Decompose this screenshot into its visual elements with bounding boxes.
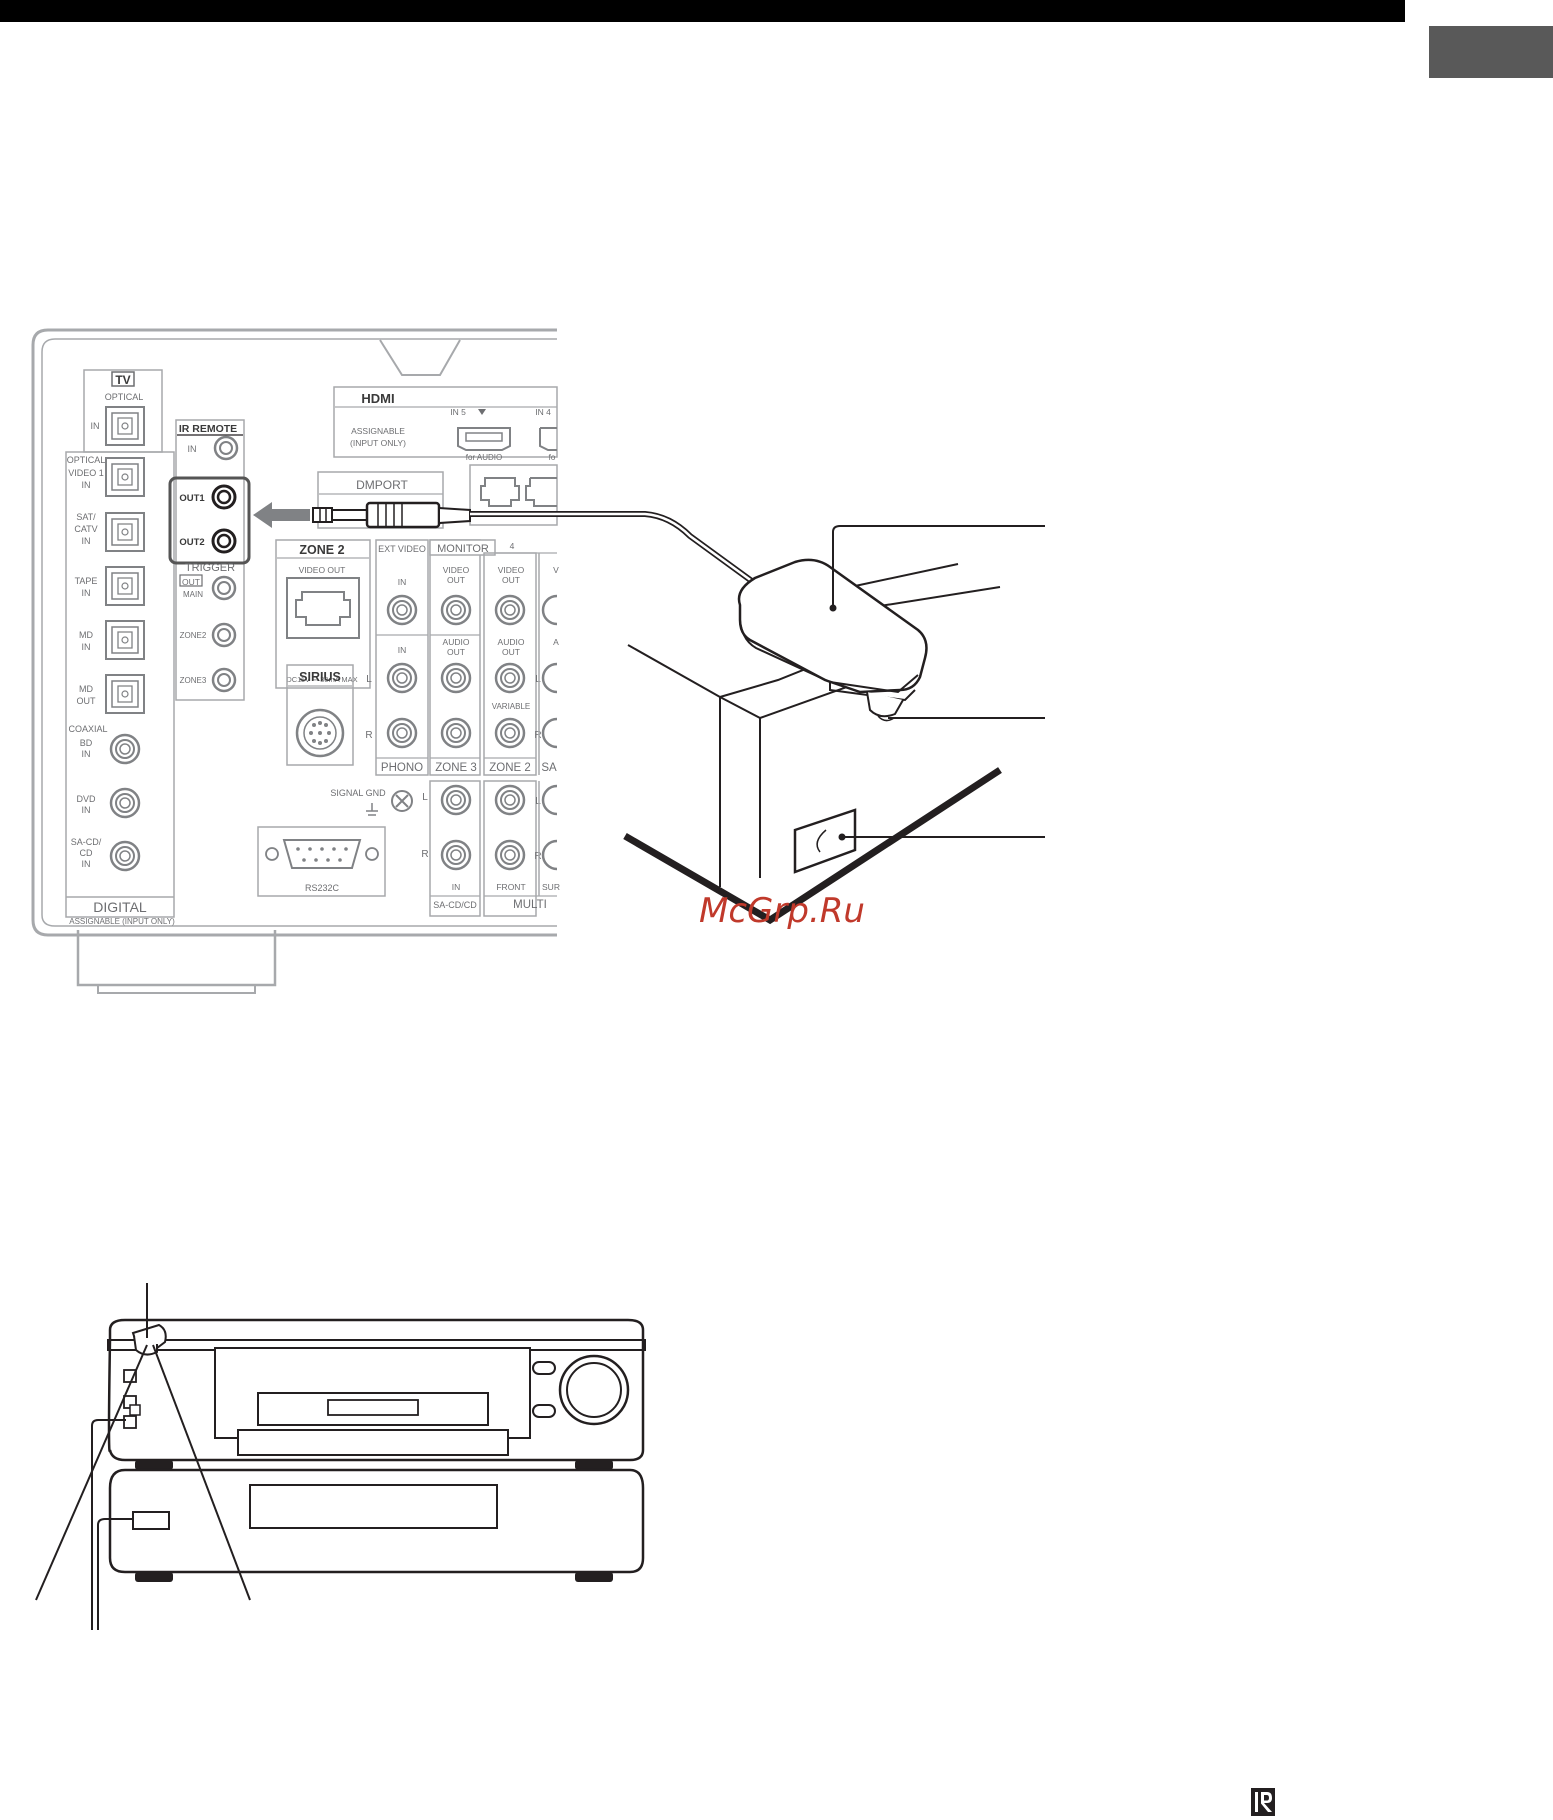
bd-in-label: IN xyxy=(82,749,91,759)
stacked-components xyxy=(35,1283,646,1630)
zone2-video-label: VIDEO xyxy=(498,565,525,575)
zone2-audio-out-label: OUT xyxy=(502,647,520,657)
sacd-in-label: IN xyxy=(82,859,91,869)
ext-video-label: EXT VIDEO xyxy=(378,544,426,554)
sacd-r-label: R xyxy=(421,849,428,860)
truncated-sa-label: SA xyxy=(541,762,557,774)
ext-video-in-label: IN xyxy=(398,577,407,587)
monitor-video-out-label: OUT xyxy=(447,575,465,585)
trigger-main-label: MAIN xyxy=(183,590,203,599)
multi-label: MULTI xyxy=(513,899,547,911)
truncated-v-label: V xyxy=(553,565,559,575)
hdmi-assignable-label: ASSIGNABLE xyxy=(351,426,405,436)
monitor-label: MONITOR xyxy=(437,543,489,555)
mini-plug xyxy=(312,501,471,529)
optical-video1-in: IN xyxy=(82,480,91,490)
truncated-a-label: A xyxy=(553,637,559,647)
rear-panel: TV OPTICAL IN OPTICAL VIDEO 1 IN SAT/ CA… xyxy=(31,328,560,994)
monitor-audio-label: AUDIO xyxy=(443,637,470,647)
sacd-cd-bottom-label: SA-CD/CD xyxy=(433,900,477,910)
front-label: FRONT xyxy=(496,882,525,892)
section-tab xyxy=(1429,26,1553,78)
phono-in-label: IN xyxy=(398,645,407,655)
hdmi-input-only-label: (INPUT ONLY) xyxy=(350,438,406,448)
digital-label: DIGITAL xyxy=(93,899,147,915)
ir-compatible-icon xyxy=(1251,1788,1275,1816)
tape-in-label: IN xyxy=(82,588,91,598)
optical-video1-label-a: OPTICAL xyxy=(67,455,106,465)
out2-jack xyxy=(211,528,237,554)
trigger-label: TRIGGER xyxy=(185,562,235,574)
phono-label: PHONO xyxy=(381,762,423,774)
bd-label: BD xyxy=(80,738,93,748)
tape-label: TAPE xyxy=(75,576,98,586)
truncated-sur-label: SUR xyxy=(542,882,560,892)
out2-label: OUT2 xyxy=(179,537,204,548)
zone3-label: ZONE 3 xyxy=(435,762,477,774)
optical-label: OPTICAL xyxy=(105,392,144,402)
phono-r-label: R xyxy=(365,730,372,741)
md-out-label-a: MD xyxy=(79,684,93,694)
out1-label: OUT1 xyxy=(179,493,205,504)
for-audio-label: for AUDIO xyxy=(466,453,502,462)
hdmi-in5-label: IN 5 xyxy=(450,407,466,417)
front-l-label: L xyxy=(535,796,541,807)
dvd-label: DVD xyxy=(76,794,96,804)
signal-gnd-label: SIGNAL GND xyxy=(330,788,386,798)
rs232c-label: RS232C xyxy=(305,883,340,893)
zone2-r-label: R xyxy=(534,730,541,741)
monitor-audio-out-label: OUT xyxy=(447,647,465,657)
dvd-in-label: IN xyxy=(82,805,91,815)
monitor-video-label: VIDEO xyxy=(443,565,470,575)
out1-jack xyxy=(211,484,237,510)
md-out-label-b: OUT xyxy=(77,696,97,706)
coaxial-label: COAXIAL xyxy=(68,724,107,734)
ir-blaster-scene xyxy=(623,525,1045,925)
zone2-audio-label: AUDIO xyxy=(498,637,525,647)
optical-video1-label-b: VIDEO 1 xyxy=(68,468,104,478)
md-in-label-a: MD xyxy=(79,630,93,640)
zone2-title-label: ZONE 2 xyxy=(299,543,344,557)
sacd-in-small-label: IN xyxy=(452,882,461,892)
sacd-l-label: L xyxy=(422,792,428,803)
assignable-input-only-label: ASSIGNABLE (INPUT ONLY) xyxy=(69,917,175,926)
zone2-video-out-label: VIDEO OUT xyxy=(299,565,346,575)
zone2-video-out-small-label: OUT xyxy=(502,575,520,585)
hdmi-in4-label: IN 4 xyxy=(535,407,551,417)
md-in-label-b: IN xyxy=(82,642,91,652)
tv-in-label: IN xyxy=(91,421,100,431)
variable-label: VARIABLE xyxy=(492,702,531,711)
ir-in-label: IN xyxy=(188,444,197,454)
zone2-l-label: L xyxy=(535,674,541,685)
cd-label: CD xyxy=(80,848,93,858)
sirius-label: SIRIUS xyxy=(299,670,341,684)
catv-label: CATV xyxy=(74,524,97,534)
sat-in-label: IN xyxy=(82,536,91,546)
input-4-label: 4 xyxy=(510,541,515,551)
phono-l-label: L xyxy=(366,674,372,685)
ir-remote-label: IR REMOTE xyxy=(179,423,237,435)
hdmi-label: HDMI xyxy=(361,391,394,406)
ir-out-highlight xyxy=(168,476,251,565)
trigger-out-label: OUT xyxy=(182,577,200,587)
sat-label: SAT/ xyxy=(76,512,96,522)
sacd-label: SA-CD/ xyxy=(71,837,102,847)
dmport-label: DMPORT xyxy=(356,478,408,492)
for-truncated-label: fo xyxy=(549,453,556,462)
watermark: McGrp.Ru xyxy=(699,891,865,931)
header-bar xyxy=(0,0,1405,22)
dc-rating-label: DC11V ⎓ 30mA MAX xyxy=(286,675,357,684)
connection-arrow xyxy=(253,502,310,528)
trigger-zone3-label: ZONE3 xyxy=(180,676,207,685)
front-r-label: R xyxy=(534,851,541,862)
zone2-bottom-label: ZONE 2 xyxy=(489,762,531,774)
trigger-zone2-label: ZONE2 xyxy=(180,631,207,640)
tv-label: TV xyxy=(115,373,130,387)
